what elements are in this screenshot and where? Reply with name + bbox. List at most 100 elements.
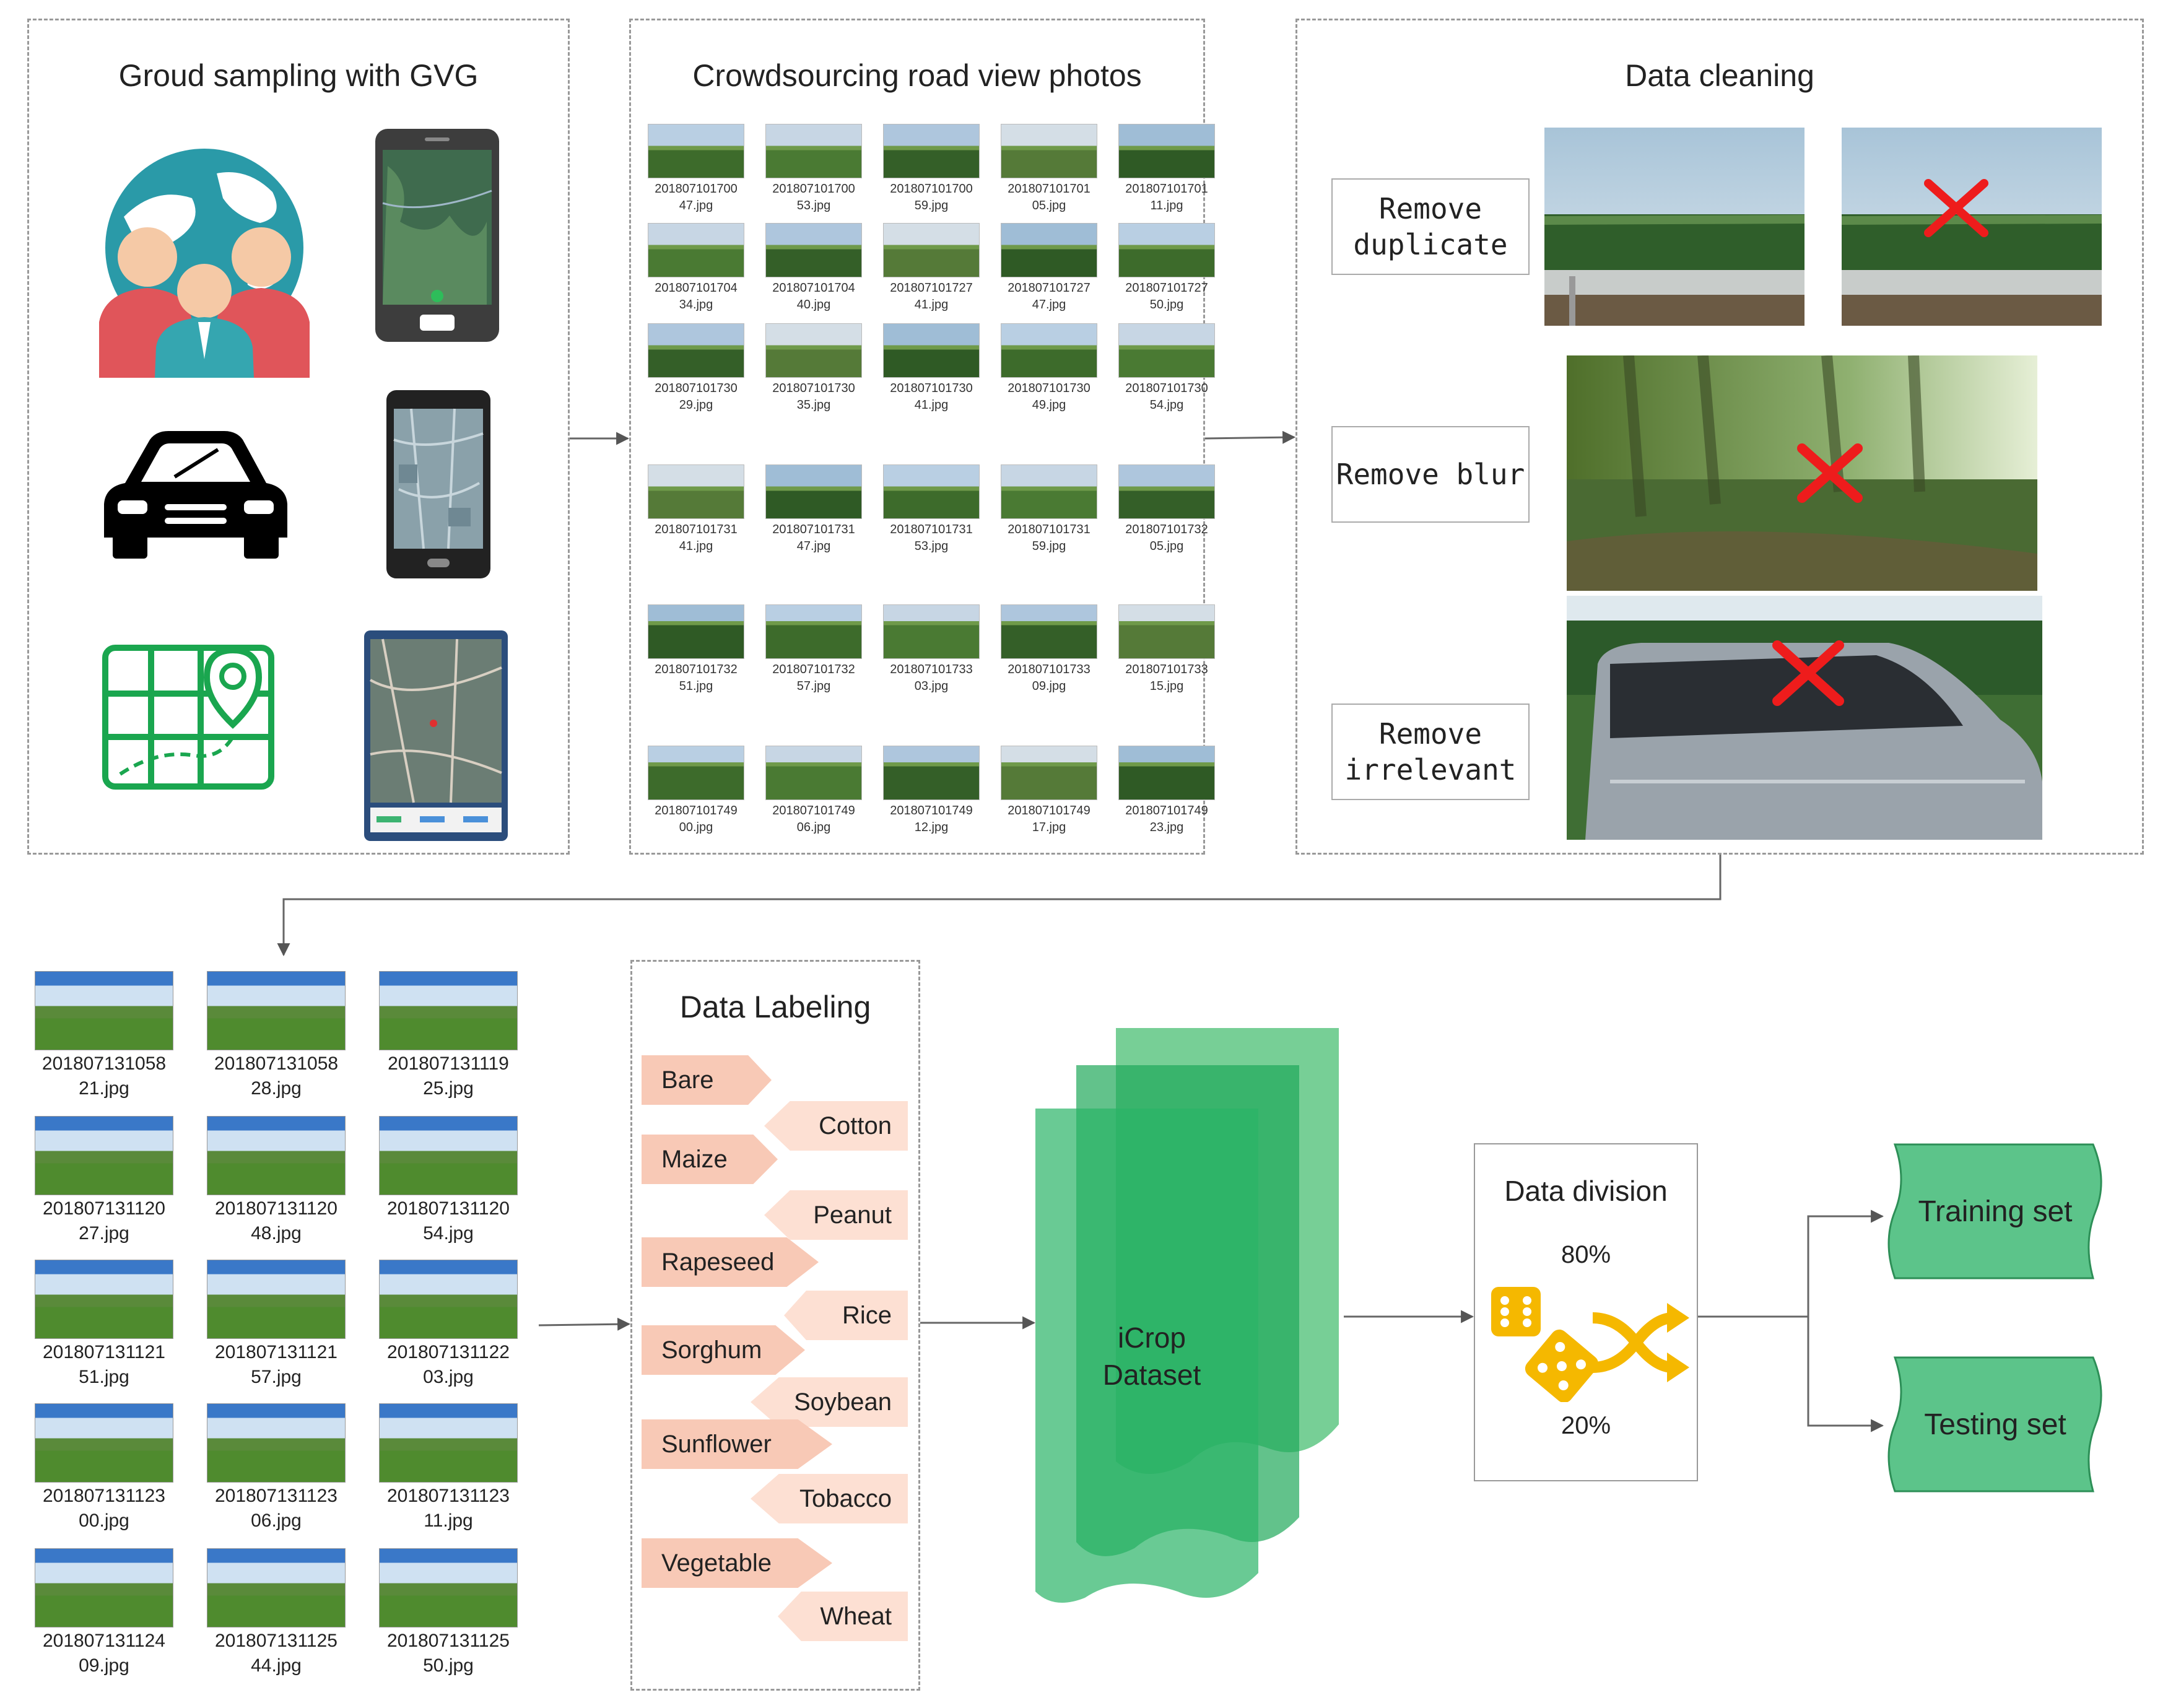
labeled-photo-thumb (35, 1403, 173, 1483)
crowd-photo-caption: 201807101704 40.jpg (772, 281, 855, 312)
crowd-photo-thumb (1001, 223, 1097, 277)
crowd-photo-thumb (883, 323, 980, 378)
crowd-photo-thumb (765, 746, 862, 800)
crowd-photo-thumb (648, 323, 744, 378)
labeled-photo-thumb (379, 1116, 518, 1195)
crowd-photo-caption: 201807101700 47.jpg (655, 182, 738, 212)
data-division-title: Data division (1504, 1175, 1668, 1207)
crowd-photo-thumb (1001, 464, 1097, 519)
labeled-photo-caption: 201807131119 25.jpg (388, 1053, 509, 1099)
crowd-photo-caption: 201807101730 54.jpg (1125, 381, 1208, 412)
map-location-icon (102, 645, 274, 790)
crowd-photo-thumb (883, 604, 980, 659)
crowd-photo-caption: 201807101727 41.jpg (890, 281, 973, 312)
crowd-photo-thumb (1118, 604, 1215, 659)
crowdsourcing-title: Crowdsourcing road view photos (692, 58, 1142, 93)
duplicate-photo-removed (1842, 128, 2102, 326)
labeled-photo-caption: 201807131058 28.jpg (214, 1053, 339, 1099)
labeled-photo-caption: 201807131120 27.jpg (43, 1198, 165, 1244)
arrow-crowd-to-cleaning (1204, 430, 1296, 444)
tablet-map-icon (364, 630, 508, 841)
data-labeling-panel: Data Labeling (630, 960, 920, 1691)
labeled-photo-caption: 201807131120 54.jpg (387, 1198, 510, 1244)
remove-blur-box: Remove blur (1331, 426, 1530, 523)
labeled-photo-thumb (35, 971, 173, 1050)
labeled-photo-caption: 201807131122 03.jpg (387, 1342, 510, 1387)
labeled-photo-caption: 201807131123 06.jpg (215, 1486, 337, 1531)
crowd-photo-thumb (648, 464, 744, 519)
data-cleaning-title: Data cleaning (1625, 58, 1814, 93)
duplicate-photo-kept (1544, 128, 1804, 326)
crowd-photo-caption: 201807101749 23.jpg (1125, 804, 1208, 834)
crowd-photo-thumb (883, 464, 980, 519)
crowd-photo-caption: 201807101730 29.jpg (655, 381, 738, 412)
phone-map-icon (375, 129, 499, 342)
crowd-photo-caption: 201807101731 59.jpg (1008, 523, 1091, 553)
crowd-photo-thumb (765, 604, 862, 659)
crowd-photo-caption: 201807101700 53.jpg (772, 182, 855, 212)
testing-set-shape (1887, 1356, 2102, 1492)
crowd-photo-thumb (648, 124, 744, 178)
crowd-photo-thumb (1118, 124, 1215, 178)
arrow-photos-to-labeling (538, 1317, 631, 1331)
labeled-photo-caption: 201807131123 11.jpg (387, 1486, 510, 1531)
crop-label-maize: Maize (642, 1135, 778, 1184)
crowd-photo-caption: 201807101733 03.jpg (890, 663, 973, 693)
labeled-photo-thumb (207, 971, 346, 1050)
crowd-photo-thumb (1118, 323, 1215, 378)
labeled-photo-thumb (35, 1548, 173, 1627)
arrow-division-split (1698, 1215, 1883, 1427)
irrelevant-photo-removed (1567, 596, 2042, 840)
remove-duplicate-box: Remove duplicate (1331, 178, 1530, 275)
crowd-photo-caption: 201807101749 12.jpg (890, 804, 973, 834)
crowd-photo-thumb (1118, 746, 1215, 800)
crop-label-bare: Bare (642, 1055, 772, 1105)
crowd-photo-thumb (648, 604, 744, 659)
labeled-photo-caption: 201807131124 09.jpg (43, 1631, 165, 1676)
crop-label-vegetable: Vegetable (642, 1538, 832, 1588)
crowd-photo-thumb (883, 223, 980, 277)
car-icon (104, 431, 287, 559)
training-set-shape (1887, 1143, 2102, 1279)
labeled-photo-caption: 201807131121 57.jpg (215, 1342, 337, 1387)
crowd-photo-caption: 201807101749 17.jpg (1008, 804, 1091, 834)
crowd-photo-caption: 201807101749 00.jpg (655, 804, 738, 834)
crowd-photo-caption: 201807101730 41.jpg (890, 381, 973, 412)
labeled-photo-thumb (207, 1548, 346, 1627)
labeled-photo-thumb (35, 1116, 173, 1195)
crowd-photo-caption: 201807101727 50.jpg (1125, 281, 1208, 312)
crowd-photo-thumb (883, 124, 980, 178)
crowd-photo-caption: 201807101733 15.jpg (1125, 663, 1208, 693)
labeled-photo-thumb (207, 1116, 346, 1195)
crop-label-cotton: Cotton (764, 1101, 908, 1151)
labeled-photo-thumb (379, 1260, 518, 1339)
crowd-photo-thumb (648, 223, 744, 277)
labeled-photo-caption: 201807131125 44.jpg (215, 1631, 337, 1676)
remove-irrelevant-box: Remove irrelevant (1331, 704, 1530, 800)
icrop-dataset-label: iCrop Dataset (1102, 1322, 1201, 1391)
crowd-photo-thumb (1001, 746, 1097, 800)
blur-photo-removed (1567, 355, 2037, 591)
labeled-photo-thumb (379, 1403, 518, 1483)
labeled-photo-caption: 201807131123 00.jpg (43, 1486, 165, 1531)
crowd-photo-thumb (648, 746, 744, 800)
crowd-photo-caption: 201807101730 49.jpg (1008, 381, 1091, 412)
dataset-stack-icon (1035, 1028, 1339, 1603)
crop-label-rice: Rice (784, 1291, 908, 1340)
crowd-photo-thumb (1001, 124, 1097, 178)
labeled-photo-thumb (379, 971, 518, 1050)
crop-label-sorghum: Sorghum (642, 1325, 805, 1375)
crowd-photo-caption: 201807101704 34.jpg (655, 281, 738, 312)
labeled-photo-caption: 201807131058 21.jpg (41, 1053, 167, 1099)
globe-people-icon (99, 149, 310, 378)
labeled-photo-thumb (207, 1260, 346, 1339)
training-set-label: Training set (1918, 1195, 2073, 1228)
testing-set-label: Testing set (1924, 1408, 2066, 1441)
crowd-photo-caption: 201807101701 05.jpg (1008, 182, 1091, 212)
crop-label-tobacco: Tobacco (751, 1474, 908, 1523)
crowd-photo-caption: 201807101731 41.jpg (655, 523, 738, 553)
crop-label-rapeseed: Rapeseed (642, 1237, 819, 1287)
crowd-photo-thumb (765, 223, 862, 277)
crop-label-sunflower: Sunflower (642, 1419, 832, 1469)
